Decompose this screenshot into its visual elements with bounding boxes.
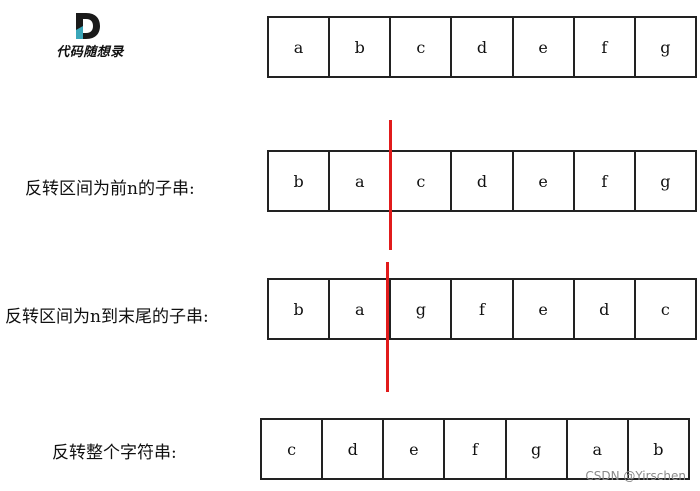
char-cell: d — [575, 280, 636, 338]
char-cell: d — [452, 152, 514, 210]
step-label: 反转整个字符串: — [52, 443, 177, 463]
string-row-original: a b c d e f g — [267, 16, 697, 78]
char-cell: f — [452, 280, 514, 338]
watermark: CSDN @Yirschen — [585, 469, 686, 483]
char-cell: g — [660, 171, 671, 191]
char-cell: a — [330, 152, 392, 210]
logo: 代码随想录 — [40, 12, 140, 62]
char-cell: b — [269, 152, 331, 210]
char-cell: a — [568, 420, 629, 478]
string-row-reverse-whole: c d e f g a b — [260, 418, 690, 480]
char-cell: b — [653, 439, 664, 459]
char-cell: e — [384, 420, 446, 478]
char-cell: e — [514, 280, 575, 338]
logo-d-icon — [76, 13, 100, 39]
char-cell: d — [323, 420, 385, 478]
split-line — [389, 120, 392, 250]
char-cell: g — [391, 280, 453, 338]
step-label: 反转区间为n到末尾的子串: — [5, 307, 209, 327]
char-cell: g — [660, 37, 671, 57]
char-cell: b — [269, 280, 331, 338]
char-cell: f — [445, 420, 507, 478]
char-cell: f — [575, 152, 636, 210]
char-cell: c — [262, 420, 324, 478]
string-row-reverse-first-n: b a c d e f g — [267, 150, 697, 212]
char-cell: e — [514, 152, 575, 210]
logo-text: 代码随想录 — [56, 45, 124, 60]
char-cell: a — [269, 18, 331, 76]
char-cell: a — [330, 280, 392, 338]
char-cell: b — [330, 18, 392, 76]
char-cell: c — [660, 299, 670, 319]
char-cell: f — [575, 18, 636, 76]
char-cell: c — [391, 152, 453, 210]
char-cell: c — [391, 18, 453, 76]
step-label: 反转区间为前n的子串: — [25, 179, 195, 199]
char-cell: e — [514, 18, 575, 76]
char-cell: d — [452, 18, 514, 76]
char-cell: g — [507, 420, 568, 478]
split-line — [386, 262, 389, 392]
string-row-reverse-n-to-end: b a g f e d c — [267, 278, 697, 340]
